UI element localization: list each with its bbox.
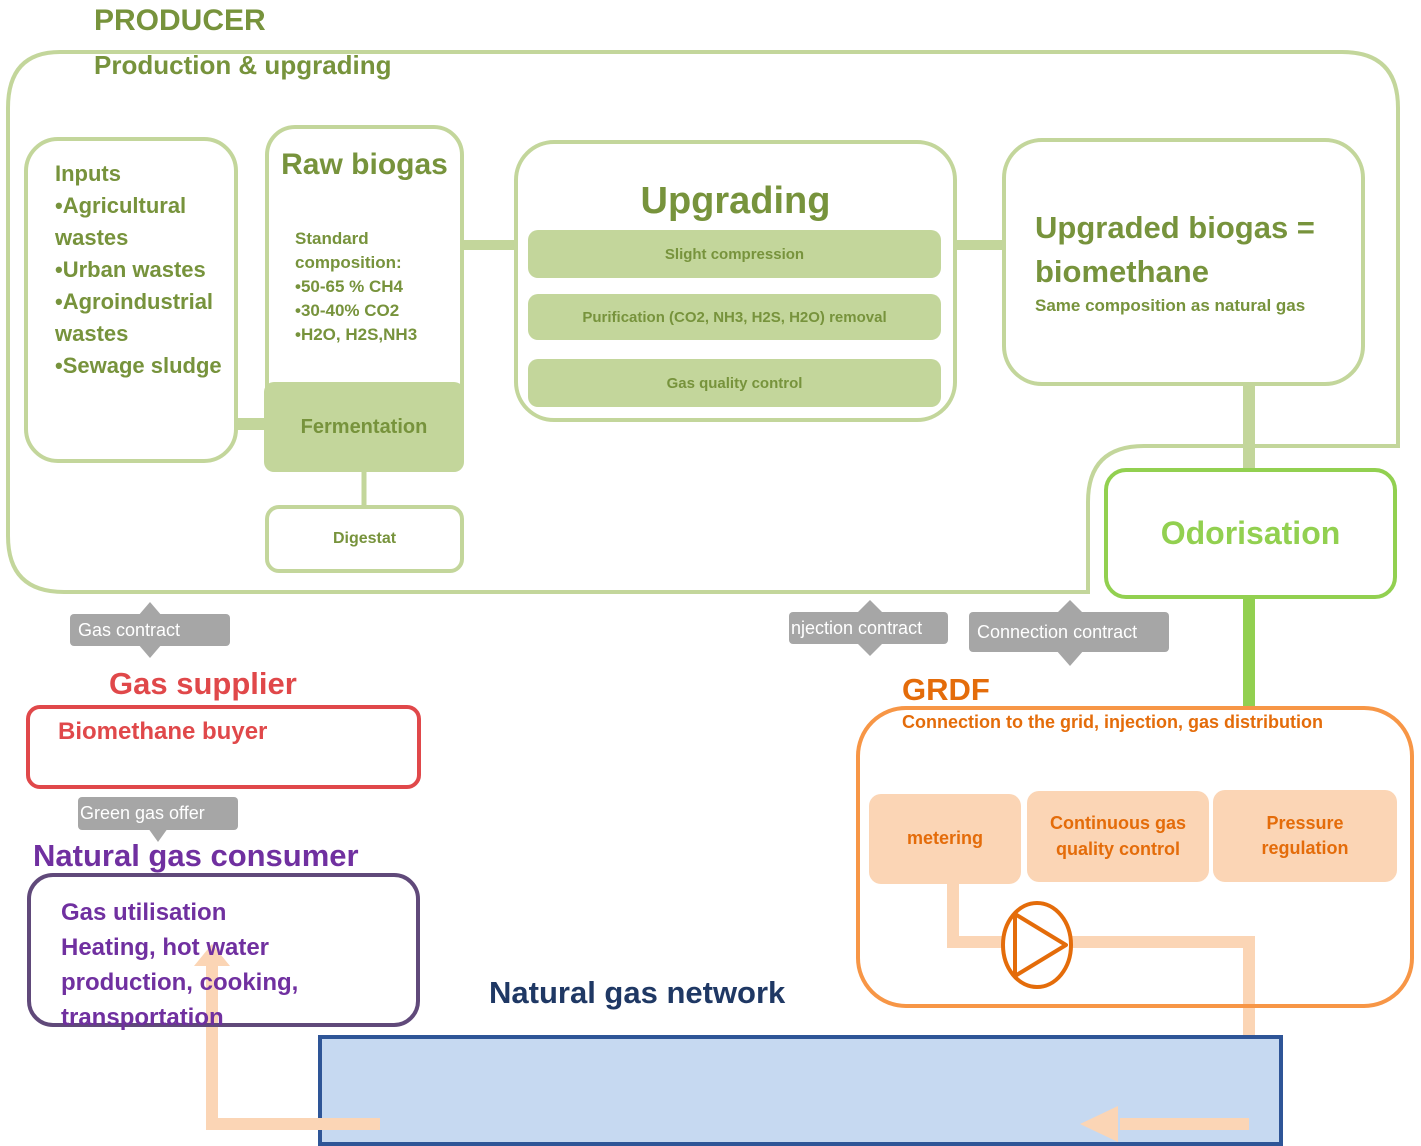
digestat-box: Digestat [265,505,464,573]
consumer-title: Natural gas consumer [33,838,359,873]
gas-contract-arrow-up [138,602,162,616]
pressure-regulation-box: Pressure regulation [1213,790,1397,882]
green-gas-offer-label: Green gas offer [78,797,238,830]
input-item: •Agroindustrial wastes [55,289,214,346]
producer-frame [6,50,1400,594]
composition-item: •50-65 % CH4 [295,277,404,296]
raw-biogas-composition: Standard composition: •50-65 % CH4 •30-4… [295,227,455,347]
inputs-heading: Inputs [55,161,121,186]
raw-biogas-box [265,125,464,425]
consumer-box [27,873,420,1027]
green-offer-arrow-down [148,828,168,842]
metering-to-pump-flow [947,884,1004,948]
upgrading-step: Purification (CO2, NH3, H2S, H2O) remova… [528,294,941,340]
consumer-line: production, cooking, [61,969,299,996]
upgraded-biogas-box [1002,138,1365,386]
gas-contract-arrow-down [138,644,162,658]
pump-icon [1001,901,1073,989]
biomethane-buyer-box [26,705,421,789]
connection-contract-label: Connection contract [969,612,1169,652]
injection-contract-arrow-up [856,600,884,614]
consumer-line: transportation [61,1004,224,1031]
consumer-line: Gas utilisation [61,899,227,926]
gas-quality-control-box: Continuous gas quality control [1027,791,1209,882]
producer-subtitle: Production & upgrading [94,50,392,80]
injection-contract-arrow-down [856,642,884,656]
upgrading-step: Slight compression [528,230,941,278]
connection-contract-arrow-down [1056,650,1084,666]
composition-item: •30-40% CO2 [295,301,400,320]
biomethane-buyer-label: Biomethane buyer [58,718,268,745]
grdf-title: GRDF [902,672,990,707]
consumer-arrowhead [194,944,230,966]
network-title: Natural gas network [489,975,786,1010]
producer-title: PRODUCER [94,4,266,37]
input-item: •Agricultural wastes [55,193,187,250]
grdf-subtitle: Connection to the grid, injection, gas d… [902,712,1323,732]
fermentation-box: Fermentation [264,382,464,472]
raw-biogas-title: Raw biogas [281,148,448,181]
upgraded-biogas-note: Same composition as natural gas [1035,296,1306,315]
consumer-line: Heating, hot water [61,934,270,961]
upgrading-step: Gas quality control [528,359,941,407]
upgraded-biogas-title: Upgraded biogas = biomethane [1035,210,1315,289]
composition-item: •H2O, H2S,NH3 [295,325,418,344]
grdf-box [856,706,1414,1008]
input-item: •Sewage sludge [55,353,222,378]
upgrading-title: Upgrading [640,180,831,222]
gas-contract-label: Gas contract [70,614,230,646]
consumer-text: Gas utilisation Heating, hot water produ… [61,895,401,1035]
input-item: •Urban wastes [55,257,206,282]
network-box [318,1035,1283,1146]
inputs-box [24,137,238,463]
composition-heading: Standard composition: [295,229,402,272]
injection-contract-label: njection contract [789,612,948,644]
metering-box: metering [869,794,1021,884]
connection-contract-arrow-up [1056,600,1084,614]
inputs-list: Inputs •Agricultural wastes •Urban waste… [55,158,225,382]
odorisation-box: Odorisation [1104,468,1397,599]
gas-supplier-title: Gas supplier [109,666,297,701]
